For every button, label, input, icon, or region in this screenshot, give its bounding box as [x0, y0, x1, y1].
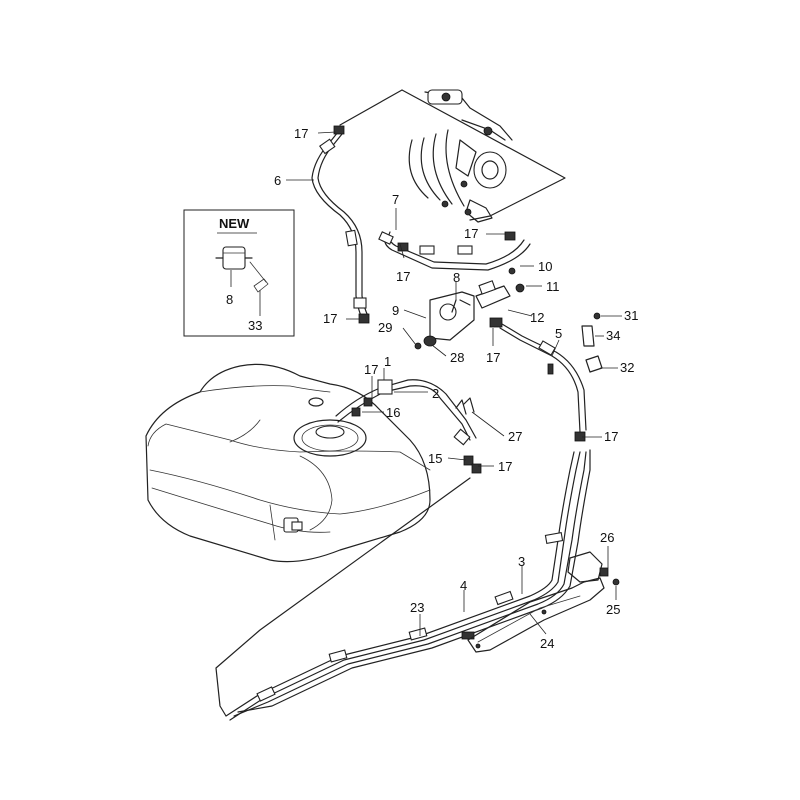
tank-connection-lines: [335, 379, 482, 474]
callout-5: 5: [555, 326, 562, 341]
fuel-tank: [145, 363, 431, 563]
callout-2: 2: [432, 386, 439, 401]
callout-25: 25: [606, 602, 620, 617]
callout-12: 12: [530, 310, 544, 325]
callout-17-junction: 17: [498, 459, 512, 474]
callout-17-line6: 17: [323, 311, 337, 326]
callout-31: 31: [624, 308, 638, 323]
callout-17-rail: 17: [464, 226, 478, 241]
callout-17-top: 17: [294, 126, 308, 141]
callout-29: 29: [378, 320, 392, 335]
callout-3: 3: [518, 554, 525, 569]
callout-24: 24: [540, 636, 554, 651]
small-bracket-parts: [581, 312, 603, 373]
underbody-fuel-lines: [215, 449, 591, 721]
underbody-shield-24: [467, 577, 605, 653]
callout-11: 11: [546, 279, 560, 294]
callout-17-tank: 17: [364, 362, 378, 377]
fuel-line-5: [499, 323, 587, 442]
callout-8-inset: 8: [226, 292, 233, 307]
callout-17-canister: 17: [486, 350, 500, 365]
callout-7: 7: [392, 192, 399, 207]
canister-bracket-assembly: [414, 267, 525, 350]
callout-15: 15: [428, 451, 442, 466]
callout-34: 34: [606, 328, 620, 343]
callout-32: 32: [620, 360, 634, 375]
inset-title: NEW: [219, 216, 250, 231]
callout-8-main: 8: [453, 270, 460, 285]
callout-26: 26: [600, 530, 614, 545]
fuel-line-6: [311, 125, 370, 324]
callout-labels: 1 2 3 4 5 6 7 8 8 9 10 11 12 15 16 17 17…: [226, 126, 638, 651]
fuel-line-7: [378, 231, 531, 271]
leader-lines: [286, 131, 622, 636]
callout-27: 27: [508, 429, 522, 444]
callout-23: 23: [410, 600, 424, 615]
new-part-inset: NEW: [183, 209, 295, 337]
bracket-26: [567, 551, 620, 586]
callout-1: 1: [384, 354, 391, 369]
callout-17-line5: 17: [604, 429, 618, 444]
callout-33: 33: [248, 318, 262, 333]
callout-4: 4: [460, 578, 467, 593]
callout-6: 6: [274, 173, 281, 188]
engine-intake-manifold: [339, 89, 566, 223]
bracket-27: [455, 397, 475, 415]
callout-9: 9: [392, 303, 399, 318]
fuel-filter-new: [215, 246, 269, 293]
callout-10: 10: [538, 259, 552, 274]
callout-17-line7: 17: [396, 269, 410, 284]
callout-28: 28: [450, 350, 464, 365]
callout-16: 16: [386, 405, 400, 420]
